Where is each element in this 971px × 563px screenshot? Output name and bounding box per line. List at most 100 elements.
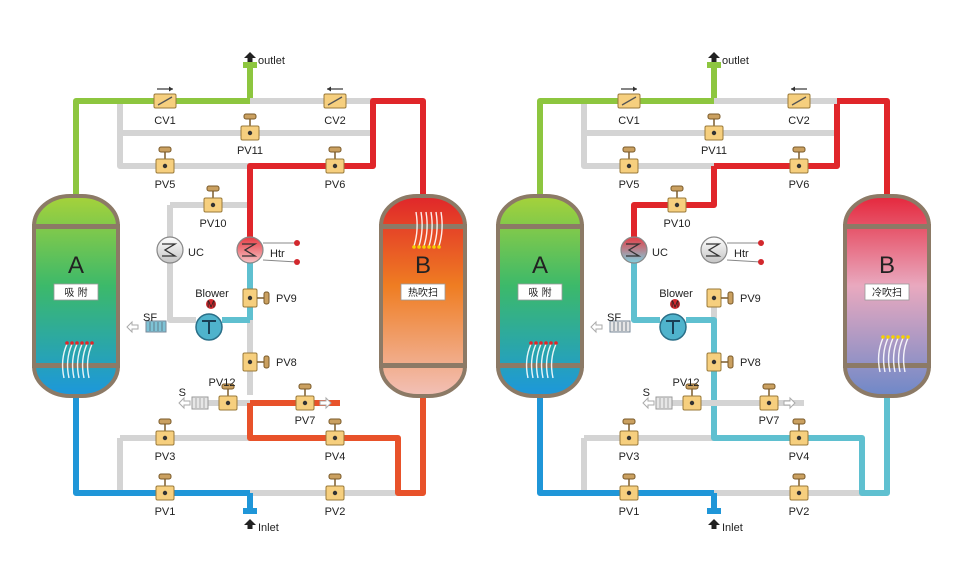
pv10-label: PV10: [200, 218, 227, 230]
pv9-valve: [242, 288, 270, 308]
valve-actuator: [622, 473, 636, 480]
heater-terminal: [294, 240, 300, 246]
pv1-label: PV1: [619, 506, 640, 518]
vent-arrow-left: [178, 396, 191, 410]
flow-tip: [529, 341, 533, 345]
blower-label: Blower: [195, 288, 229, 300]
flow-arrowhead: [169, 86, 173, 92]
uc-label: UC: [652, 247, 668, 259]
pv2-label: PV2: [789, 506, 810, 518]
valve-dot: [247, 359, 253, 365]
flow-tip: [891, 335, 895, 339]
coil-icon: [242, 243, 258, 257]
valve-actuator: [263, 355, 270, 369]
motor-label: M: [671, 300, 679, 311]
flow-streak: [86, 343, 93, 379]
cv1-valve: [153, 86, 177, 109]
flow-tip: [422, 245, 426, 249]
cv1-label: CV1: [618, 115, 639, 127]
flow-tip: [544, 341, 548, 345]
flow-streak: [550, 343, 557, 379]
motor-icon: [206, 299, 216, 309]
inlet-flange: [243, 508, 257, 514]
pv7-label: PV7: [295, 415, 316, 427]
heater-htr: [700, 236, 728, 264]
exchanger-shell: [156, 236, 184, 264]
valve-dot: [247, 295, 253, 301]
valve-actuator: [622, 418, 636, 425]
inlet-arrow-icon: [244, 519, 256, 529]
pipe-pv5-line: [581, 133, 714, 169]
inlet-label: Inlet: [722, 522, 743, 534]
valve-dot: [674, 202, 680, 208]
sf-label: SF: [143, 312, 157, 324]
tower-band-top: [379, 224, 467, 229]
tower-B-tower-letter: B: [879, 252, 895, 279]
flow-streak: [530, 343, 537, 379]
inlet-label: Inlet: [258, 522, 279, 534]
tower-b-upflow-arrows: [877, 335, 910, 373]
heater-terminal: [758, 259, 764, 265]
coil-icon: [706, 243, 722, 257]
flow-streak: [525, 343, 532, 379]
pv11-valve: [240, 113, 260, 141]
blower-impeller-icon: [202, 320, 216, 334]
vent-arrow-right: [783, 396, 796, 410]
valve-dot: [626, 490, 632, 496]
check-valve-flap: [791, 96, 807, 106]
valve-dot: [766, 400, 772, 406]
valve-actuator: [792, 418, 806, 425]
blower-impeller-icon: [666, 320, 680, 334]
pv3-label: PV3: [155, 451, 176, 463]
valve-actuator: [727, 355, 734, 369]
pv2-label: PV2: [325, 506, 346, 518]
outlet-flange: [243, 62, 257, 68]
cv2-valve: [323, 86, 347, 109]
valve-actuator: [221, 383, 235, 390]
s-label: S: [179, 387, 186, 399]
valve-actuator: [158, 418, 172, 425]
tower-A-status-box: [53, 283, 99, 301]
tower-A-status-box: [517, 283, 563, 301]
htr-label: Htr: [734, 248, 749, 260]
blower-label: Blower: [659, 288, 693, 300]
exchanger-shell: [700, 236, 728, 264]
pv4-valve: [325, 418, 345, 446]
pv8-label: PV8: [276, 357, 297, 369]
flow-tip: [90, 341, 94, 345]
pv10-label: PV10: [664, 218, 691, 230]
valve-dot: [210, 202, 216, 208]
valve-dot: [162, 490, 168, 496]
flow-tip: [417, 245, 421, 249]
flow-streak: [892, 337, 899, 373]
flow-tip: [432, 245, 436, 249]
flow-tip: [901, 335, 905, 339]
pipe-outlet-tower-a: [73, 98, 250, 196]
blower: M: [195, 299, 223, 341]
pv10-valve: [667, 185, 687, 213]
pv9-label: PV9: [276, 293, 297, 305]
valve-dot: [626, 435, 632, 441]
flow-tip: [881, 335, 885, 339]
flow-streak: [545, 343, 552, 379]
pv4-label: PV4: [325, 451, 346, 463]
valve-actuator: [298, 383, 312, 390]
pv4-label: PV4: [789, 451, 810, 463]
intake-arrow: [590, 320, 603, 334]
pv1-label: PV1: [155, 506, 176, 518]
inlet-arrow-icon: [708, 519, 720, 529]
cooler-uc: [620, 236, 648, 264]
tower-band-bottom: [32, 363, 120, 368]
pv5-valve: [619, 146, 639, 174]
valve-dot: [796, 163, 802, 169]
pv12-valve: [682, 383, 702, 411]
vent-arrow-right: [319, 396, 332, 410]
valve-dot: [711, 295, 717, 301]
pipe-outlet-tower-a: [537, 98, 714, 196]
pv2-valve: [789, 473, 809, 501]
valve-dot: [711, 359, 717, 365]
tower-band-top: [496, 224, 584, 229]
pv3-label: PV3: [619, 451, 640, 463]
pv5-label: PV5: [619, 179, 640, 191]
